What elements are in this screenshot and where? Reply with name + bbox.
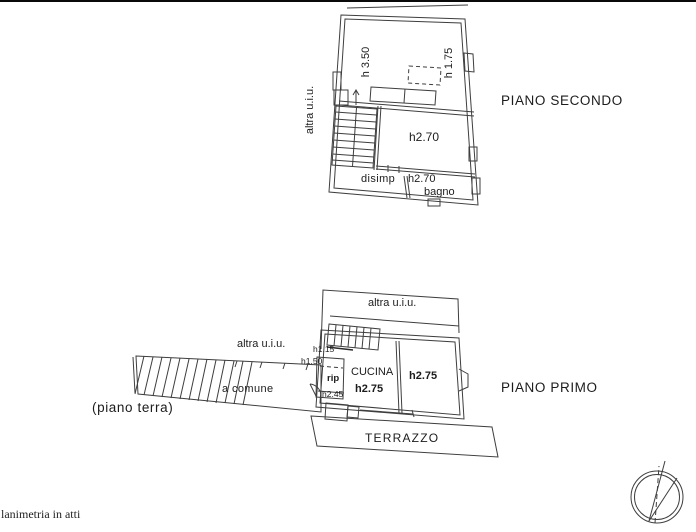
kitchen-room-wall-a [395, 340, 400, 414]
window-right-low [471, 177, 481, 195]
bagno-wall-a [375, 165, 476, 175]
label-h275-room: h2.75 [409, 370, 437, 382]
outer-wall [328, 14, 479, 206]
stair-room-wall-a [373, 105, 379, 171]
stairs-first-floor [326, 323, 381, 351]
unit-outer-wall [315, 329, 465, 420]
label-a-comune: a comune [222, 383, 274, 395]
label-h115: h1.15 [313, 344, 335, 354]
outer-wall-inner [333, 18, 474, 201]
adjacent-unit-outline [320, 289, 460, 350]
label-cucina: CUCINA [351, 366, 394, 378]
entry-step [346, 405, 360, 419]
common-corridor [132, 355, 322, 413]
stairs-second-floor [331, 89, 378, 169]
window-bottom-bagno [427, 198, 441, 207]
railing-tick [411, 409, 415, 418]
label-h270-bagno: h2.70 [408, 173, 436, 185]
label-h150: h1.50 [301, 356, 323, 366]
label-bagno: bagno [424, 186, 455, 198]
mid-wall-b [338, 104, 475, 117]
label-h270-main: h2.70 [409, 130, 439, 144]
label-altra-uiu-top: altra u.i.u. [368, 297, 416, 309]
chimney-block [369, 86, 437, 106]
disimp-bagno-divider-a [403, 175, 408, 199]
first-floor-title: PIANO PRIMO [501, 380, 598, 395]
entry-box [324, 402, 349, 422]
dashed-skylight [407, 65, 442, 86]
label-h275-cucina: h2.75 [355, 383, 383, 395]
window-right-mid [468, 146, 478, 162]
bagno-wall-b [375, 168, 476, 178]
kitchen-room-wall-b [398, 340, 403, 414]
label-rip: rip [327, 373, 339, 384]
second-floor-plan: h 3.50 h 1.75 altra u.i.u. h2.70 disimp … [304, 4, 481, 207]
label-terrazzo: TERRAZZO [365, 431, 439, 445]
first-floor-plan: altra u.i.u. altra u.i.u. h1.15 h1.50 ri… [92, 289, 499, 458]
label-h175: h 1.75 [443, 48, 455, 79]
eaves-line [346, 4, 469, 9]
rip-closet [309, 356, 345, 400]
label-piano-terra: (piano terra) [92, 400, 173, 415]
window-right-top [463, 52, 475, 73]
mid-wall-a [338, 100, 475, 113]
railing-line [359, 409, 414, 415]
label-disimp: disimp [361, 173, 395, 185]
label-altra-uiu-second: altra u.i.u. [304, 86, 316, 134]
label-h245: h2.45 [322, 389, 344, 399]
window-right-room [458, 368, 469, 392]
unit-eaves-line [329, 315, 460, 327]
chimney-divider [403, 88, 406, 104]
disimp-bagno-divider-b [406, 175, 411, 199]
stair-room-wall-b [376, 105, 382, 171]
unit-outer-wall-inner [319, 333, 461, 416]
second-floor-title: PIANO SECONDO [501, 93, 623, 108]
footer-note: lanimetria in atti [1, 507, 81, 521]
north-compass-icon [630, 460, 684, 524]
terrace-outline [310, 415, 499, 458]
label-altra-uiu-corridor: altra u.i.u. [237, 338, 285, 350]
label-h350: h 3.50 [360, 47, 372, 78]
